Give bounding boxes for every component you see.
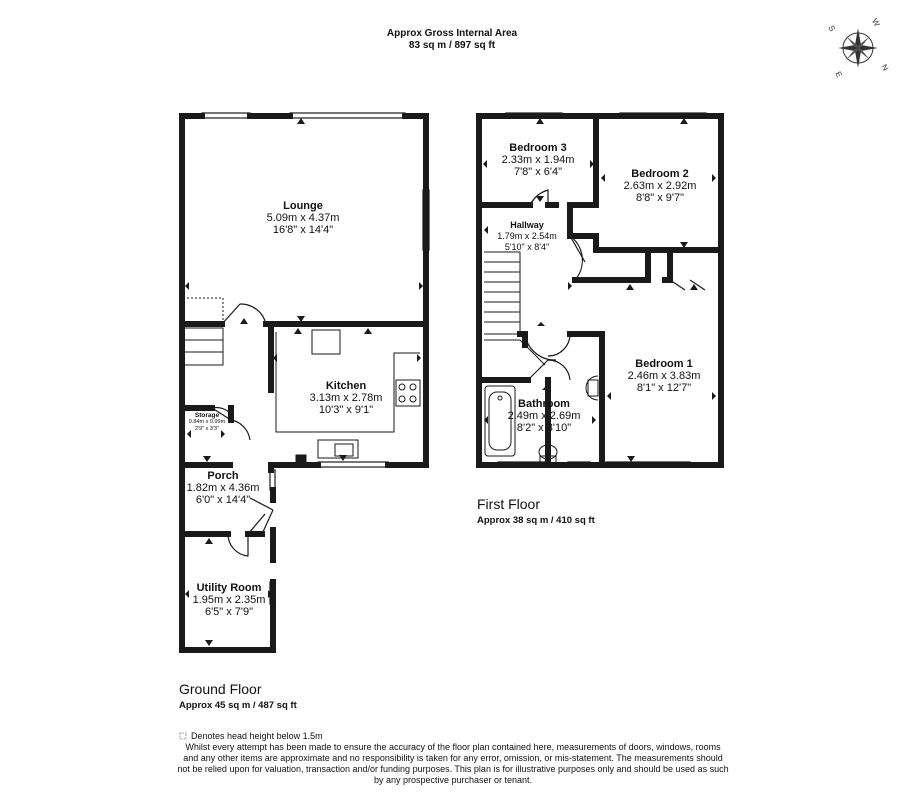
room-metric: 2.33m x 1.94m	[501, 154, 575, 166]
room-metric: 3.13m x 2.78m	[309, 392, 383, 404]
room-bedroom-1: Bedroom 1 2.46m x 3.83m 8'1" x 12'7"	[628, 358, 701, 394]
ground-floor-stairs	[182, 297, 224, 366]
first-floor-windows	[497, 112, 707, 468]
room-imperial: 16'8" x 14'4"	[272, 224, 334, 236]
room-name: Lounge	[283, 200, 323, 212]
room-name: Bedroom 3	[509, 142, 567, 154]
head-height-legend-icon	[179, 732, 187, 740]
room-imperial: 8'8" x 9'7"	[635, 192, 685, 204]
room-metric: 1.82m x 4.36m	[186, 482, 260, 494]
first-floor-stairs	[484, 251, 546, 366]
ground-floor-windows	[201, 112, 430, 605]
room-name: Bedroom 2	[631, 168, 689, 180]
room-imperial: 8'1" x 12'7"	[636, 382, 692, 394]
first-floor-title: First Floor	[477, 496, 540, 512]
gross-area-value: 83 sq m / 897 sq ft	[408, 40, 496, 51]
room-name: Bedroom 1	[635, 358, 693, 370]
room-name: Kitchen	[325, 380, 367, 392]
room-imperial: 8'2" x 8'10"	[516, 422, 572, 434]
room-utility: Utility Room 1.95m x 2.35m 6'5" x 7'9"	[193, 582, 266, 618]
compass-rose-icon	[838, 28, 878, 68]
room-kitchen: Kitchen 3.13m x 2.78m 10'3" x 9'1"	[310, 380, 383, 416]
room-name: Storage	[194, 412, 220, 419]
room-lounge: Lounge 5.09m x 4.37m 16'8" x 14'4"	[267, 200, 340, 236]
room-imperial: 10'3" x 9'1"	[318, 404, 374, 416]
first-floor-area: Approx 38 sq m / 410 sq ft	[477, 515, 595, 526]
kitchen-fittings	[275, 329, 421, 464]
gross-area-title: Approx Gross Internal Area	[386, 28, 518, 39]
room-metric: 2.49m x 2.69m	[507, 410, 581, 422]
room-bathroom: Bathroom 2.49m x 2.69m 8'2" x 8'10"	[508, 398, 581, 434]
room-name: Hallway	[510, 220, 544, 230]
room-metric: 2.46m x 3.83m	[627, 370, 701, 382]
room-imperial: 6'0" x 14'4"	[195, 494, 251, 506]
room-metric: 1.79m x 2.54m	[497, 231, 557, 241]
room-hallway: Hallway 1.79m x 2.54m 5'10" x 8'4"	[497, 220, 557, 253]
room-imperial: 7'8" x 6'4"	[513, 166, 563, 178]
room-porch: Porch 1.82m x 4.36m 6'0" x 14'4"	[187, 470, 260, 506]
room-imperial: 6'5" x 7'9"	[204, 606, 254, 618]
head-height-legend-text: Denotes head height below 1.5m	[191, 731, 323, 741]
room-metric: 2.63m x 2.92m	[623, 180, 697, 192]
disclaimer-text: Whilst every attempt has been made to en…	[177, 742, 729, 785]
room-metric: 5.09m x 4.37m	[266, 212, 340, 224]
room-storage: Storage 0.84m x 0.99m 2'9" x 3'3"	[189, 412, 225, 433]
room-bedroom-2: Bedroom 2 2.63m x 2.92m 8'8" x 9'7"	[624, 168, 697, 204]
room-imperial: 2'9" x 3'3"	[194, 426, 220, 432]
room-imperial: 5'10" x 8'4"	[504, 242, 550, 252]
ground-floor-title: Ground Floor	[179, 681, 262, 697]
ground-floor-area: Approx 45 sq m / 487 sq ft	[179, 700, 297, 711]
room-metric: 1.95m x 2.35m	[192, 594, 266, 606]
room-metric: 0.84m x 0.99m	[188, 419, 226, 425]
room-name: Porch	[207, 470, 239, 482]
room-bedroom-3: Bedroom 3 2.33m x 1.94m 7'8" x 6'4"	[502, 142, 575, 178]
room-name: Bathroom	[518, 398, 570, 410]
room-name: Utility Room	[196, 582, 262, 594]
first-floor-doors	[524, 189, 706, 381]
ground-floor-walls	[179, 113, 429, 653]
first-floor-walls	[476, 113, 724, 468]
dimension-arrows	[185, 118, 716, 646]
ground-floor-doors	[211, 303, 274, 557]
